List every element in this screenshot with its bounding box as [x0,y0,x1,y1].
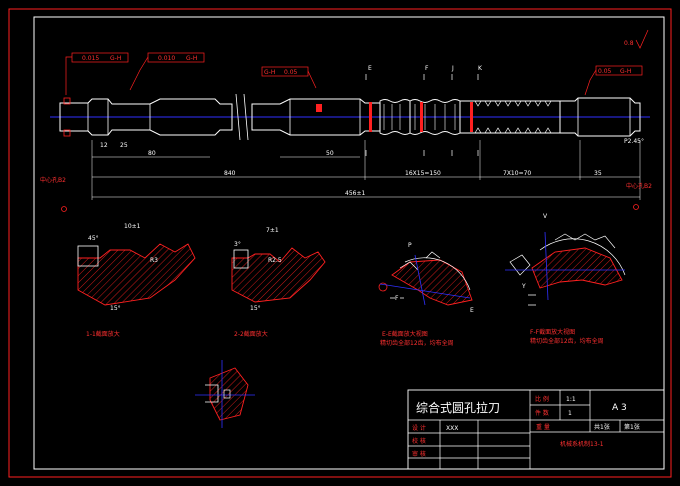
tol-left-2: 0.010 [158,55,175,62]
detail-2-angle-a: 3° [234,241,241,248]
design-label: 设 计 [412,424,426,432]
section-mark-f: F [425,65,429,72]
qty-value: 1 [568,410,572,417]
datum-left-1: G-H [110,55,121,62]
scale-label: 比 例 [535,395,549,403]
detail-f-label: F-F截面放大视图 [530,328,575,336]
dim-50: 50 [326,150,334,157]
detail-1-angle-b: 15° [110,305,121,312]
dim-840: 840 [224,170,236,177]
center-mark-left-icon [61,206,67,212]
datum-mid: G-H [264,69,275,76]
qty-label: 件 数 [535,409,549,417]
detail-f-note: 精切齿全部12齿，均布全周 [530,337,604,345]
drawing-title: 综合式圆孔拉刀 [416,400,500,415]
marker-red [316,104,322,112]
detail-1-label: 1-1截面放大 [86,330,120,338]
detail-f-f: V Y F-F截面放大视图 精切齿全部12齿，均布全周 [505,213,626,345]
sheet-no: 第1张 [624,423,640,431]
detail-e-note: 精切齿全部12齿，均布全周 [380,339,454,347]
weight-label: 重 量 [536,423,550,431]
center-mark-right: 中心孔B2 [626,182,652,190]
dim-12: 12 [100,142,108,149]
break-line [235,93,249,141]
surface-finish: 0.8 [624,40,634,47]
section-mark-k: K [478,65,483,72]
tol-right: 0.05 [598,68,612,75]
section-mark-e: E [368,65,372,72]
detail-tooth-section [195,360,255,428]
dim-25: 25 [120,142,128,149]
inner-border [33,16,665,470]
dim-35: 35 [594,170,602,177]
detail-2-dim: 7±1 [266,227,279,234]
sheet-size: A 3 [612,403,627,413]
tol-mid: 0.05 [284,69,298,76]
tol-left-1: 0.015 [82,55,99,62]
detail-e-mark-f: F [395,295,399,302]
detail-f-mark-y: Y [521,283,526,290]
detail-1-1: 45° 15° 10±1 R3 1-1截面放大 [77,223,196,338]
detail-e-mark-p: P [408,242,412,249]
title-block: 综合式圆孔拉刀 比 例 1:1 件 数 1 A 3 设 计 XXX 校 核 审 … [407,389,665,470]
detail-1-dim: 10±1 [124,223,141,230]
center-mark-right-icon [633,204,639,210]
detail-2-label: 2-2截面放大 [234,330,268,338]
broach-main-view: E F J K 0.015 G-H 0.010 G-H G-H 0.05 0.0… [40,29,652,212]
detail-2-radius: R2.5 [268,257,282,264]
dim-total: 456±1 [345,190,365,197]
front-shank [59,98,233,136]
dim-80: 80 [148,150,156,157]
dimension-lines: 80 50 840 16X15=150 7X10=70 35 456±1 12 … [91,138,644,200]
section-mark-j: J [451,65,454,72]
detail-e-mark-e: E [470,307,474,314]
center-mark-left: 中心孔B2 [40,176,66,184]
dim-pitch-1: 16X15=150 [405,170,441,177]
dim-chamfer: P2.45° [624,138,644,145]
tolerance-frames: 0.015 G-H 0.010 G-H G-H 0.05 0.05 G-H 0.… [65,29,649,96]
check-label: 校 核 [412,437,426,445]
school-name: 机械系机制13-1 [560,440,604,448]
design-value: XXX [446,425,458,432]
detail-1-radius: R3 [150,257,158,264]
dim-pitch-2: 7X10=70 [503,170,531,177]
scale-value: 1:1 [566,396,576,403]
review-label: 审 核 [412,450,426,458]
detail-2-2: 3° 15° 7±1 R2.5 2-2截面放大 [231,227,326,338]
datum-left-2: G-H [186,55,197,62]
detail-1-angle-a: 45° [88,235,99,242]
sheet-total: 共1张 [594,423,610,431]
detail-e-e: P F E E-E截面放大视图 精切齿全部12齿，均布全周 [378,242,474,347]
datum-right: G-H [620,68,631,75]
detail-f-mark-v: V [543,213,548,220]
outer-border [8,8,672,478]
detail-e-label: E-E截面放大视图 [382,330,428,338]
detail-2-angle-b: 15° [250,305,261,312]
